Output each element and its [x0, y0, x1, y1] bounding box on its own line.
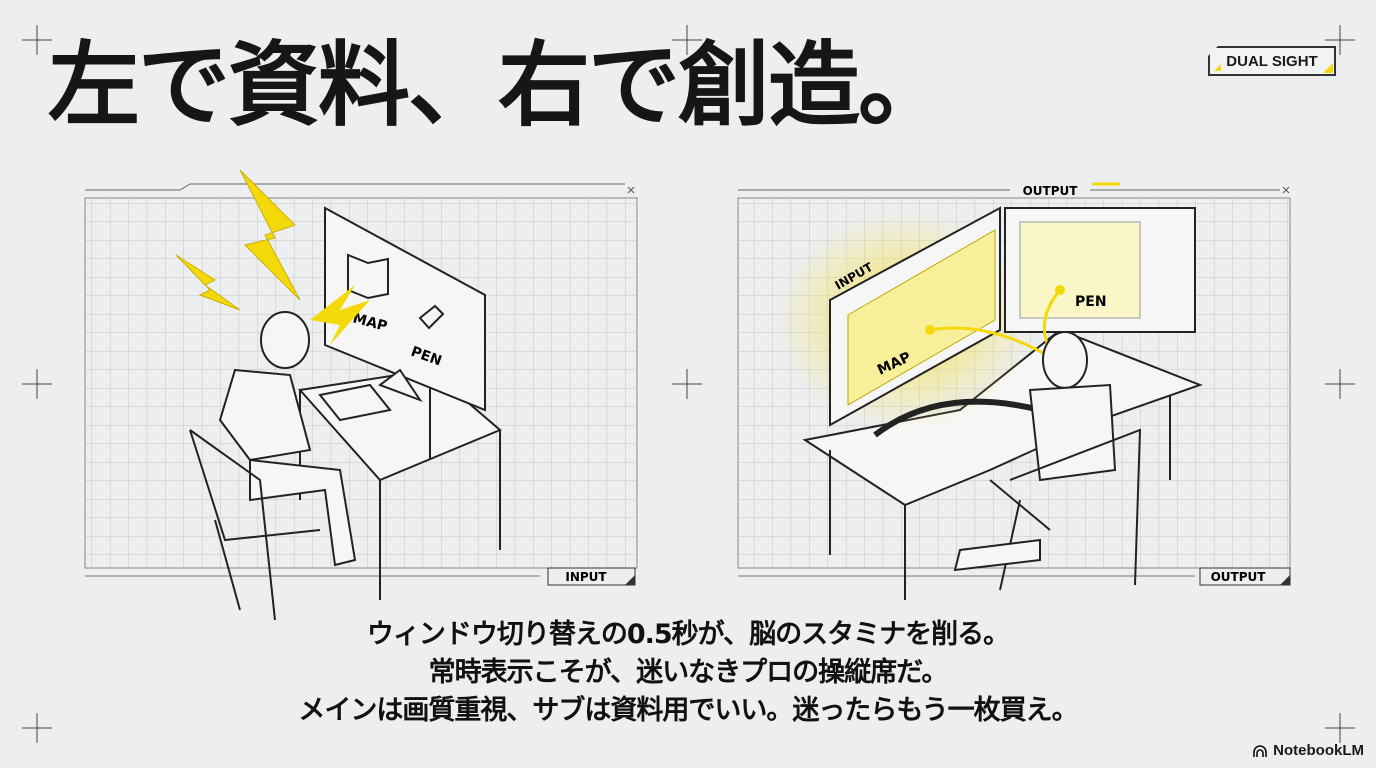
right-panel: OUTPUT OUTPUT INPUT MAP PEN [737, 182, 1291, 600]
stressed-person [189, 311, 357, 621]
pen-icon [418, 304, 445, 330]
right-corner-label: OUTPUT [1211, 570, 1267, 584]
left-panel: INPUT MAP PEN [84, 169, 638, 621]
caption-line-3: メインは画質重視、サブは資料用でいい。迷ったらもう一枚買え。 [298, 695, 1078, 726]
page-title: 左で資料、右で創造。 [48, 32, 950, 139]
lightning-icon [239, 169, 301, 301]
focused-person [953, 331, 1142, 591]
right-top-label: OUTPUT [1023, 184, 1079, 198]
left-corner-label: INPUT [565, 570, 607, 584]
crosshair-marks [22, 25, 1355, 743]
caption-line-1: ウィンドウ切り替えの0.5秒が、脳のスタミナを削る。 [366, 619, 1010, 650]
dual-sight-badge: DUAL SIGHT [1208, 46, 1336, 76]
caption-line-2: 常時表示こそが、迷いなきプロの操縦席だ。 [428, 657, 949, 688]
notebooklm-logo: NotebookLM [1252, 742, 1364, 759]
right-pen-label: PEN [1075, 294, 1107, 310]
brand-label: NotebookLM [1273, 742, 1364, 759]
notebooklm-icon [1253, 744, 1267, 757]
lightning-icon [310, 285, 370, 345]
caption: ウィンドウ切り替えの0.5秒が、脳のスタミナを削る。 常時表示こそが、迷いなきプ… [0, 616, 1376, 730]
lightning-icon [175, 254, 241, 311]
map-icon [347, 253, 389, 300]
